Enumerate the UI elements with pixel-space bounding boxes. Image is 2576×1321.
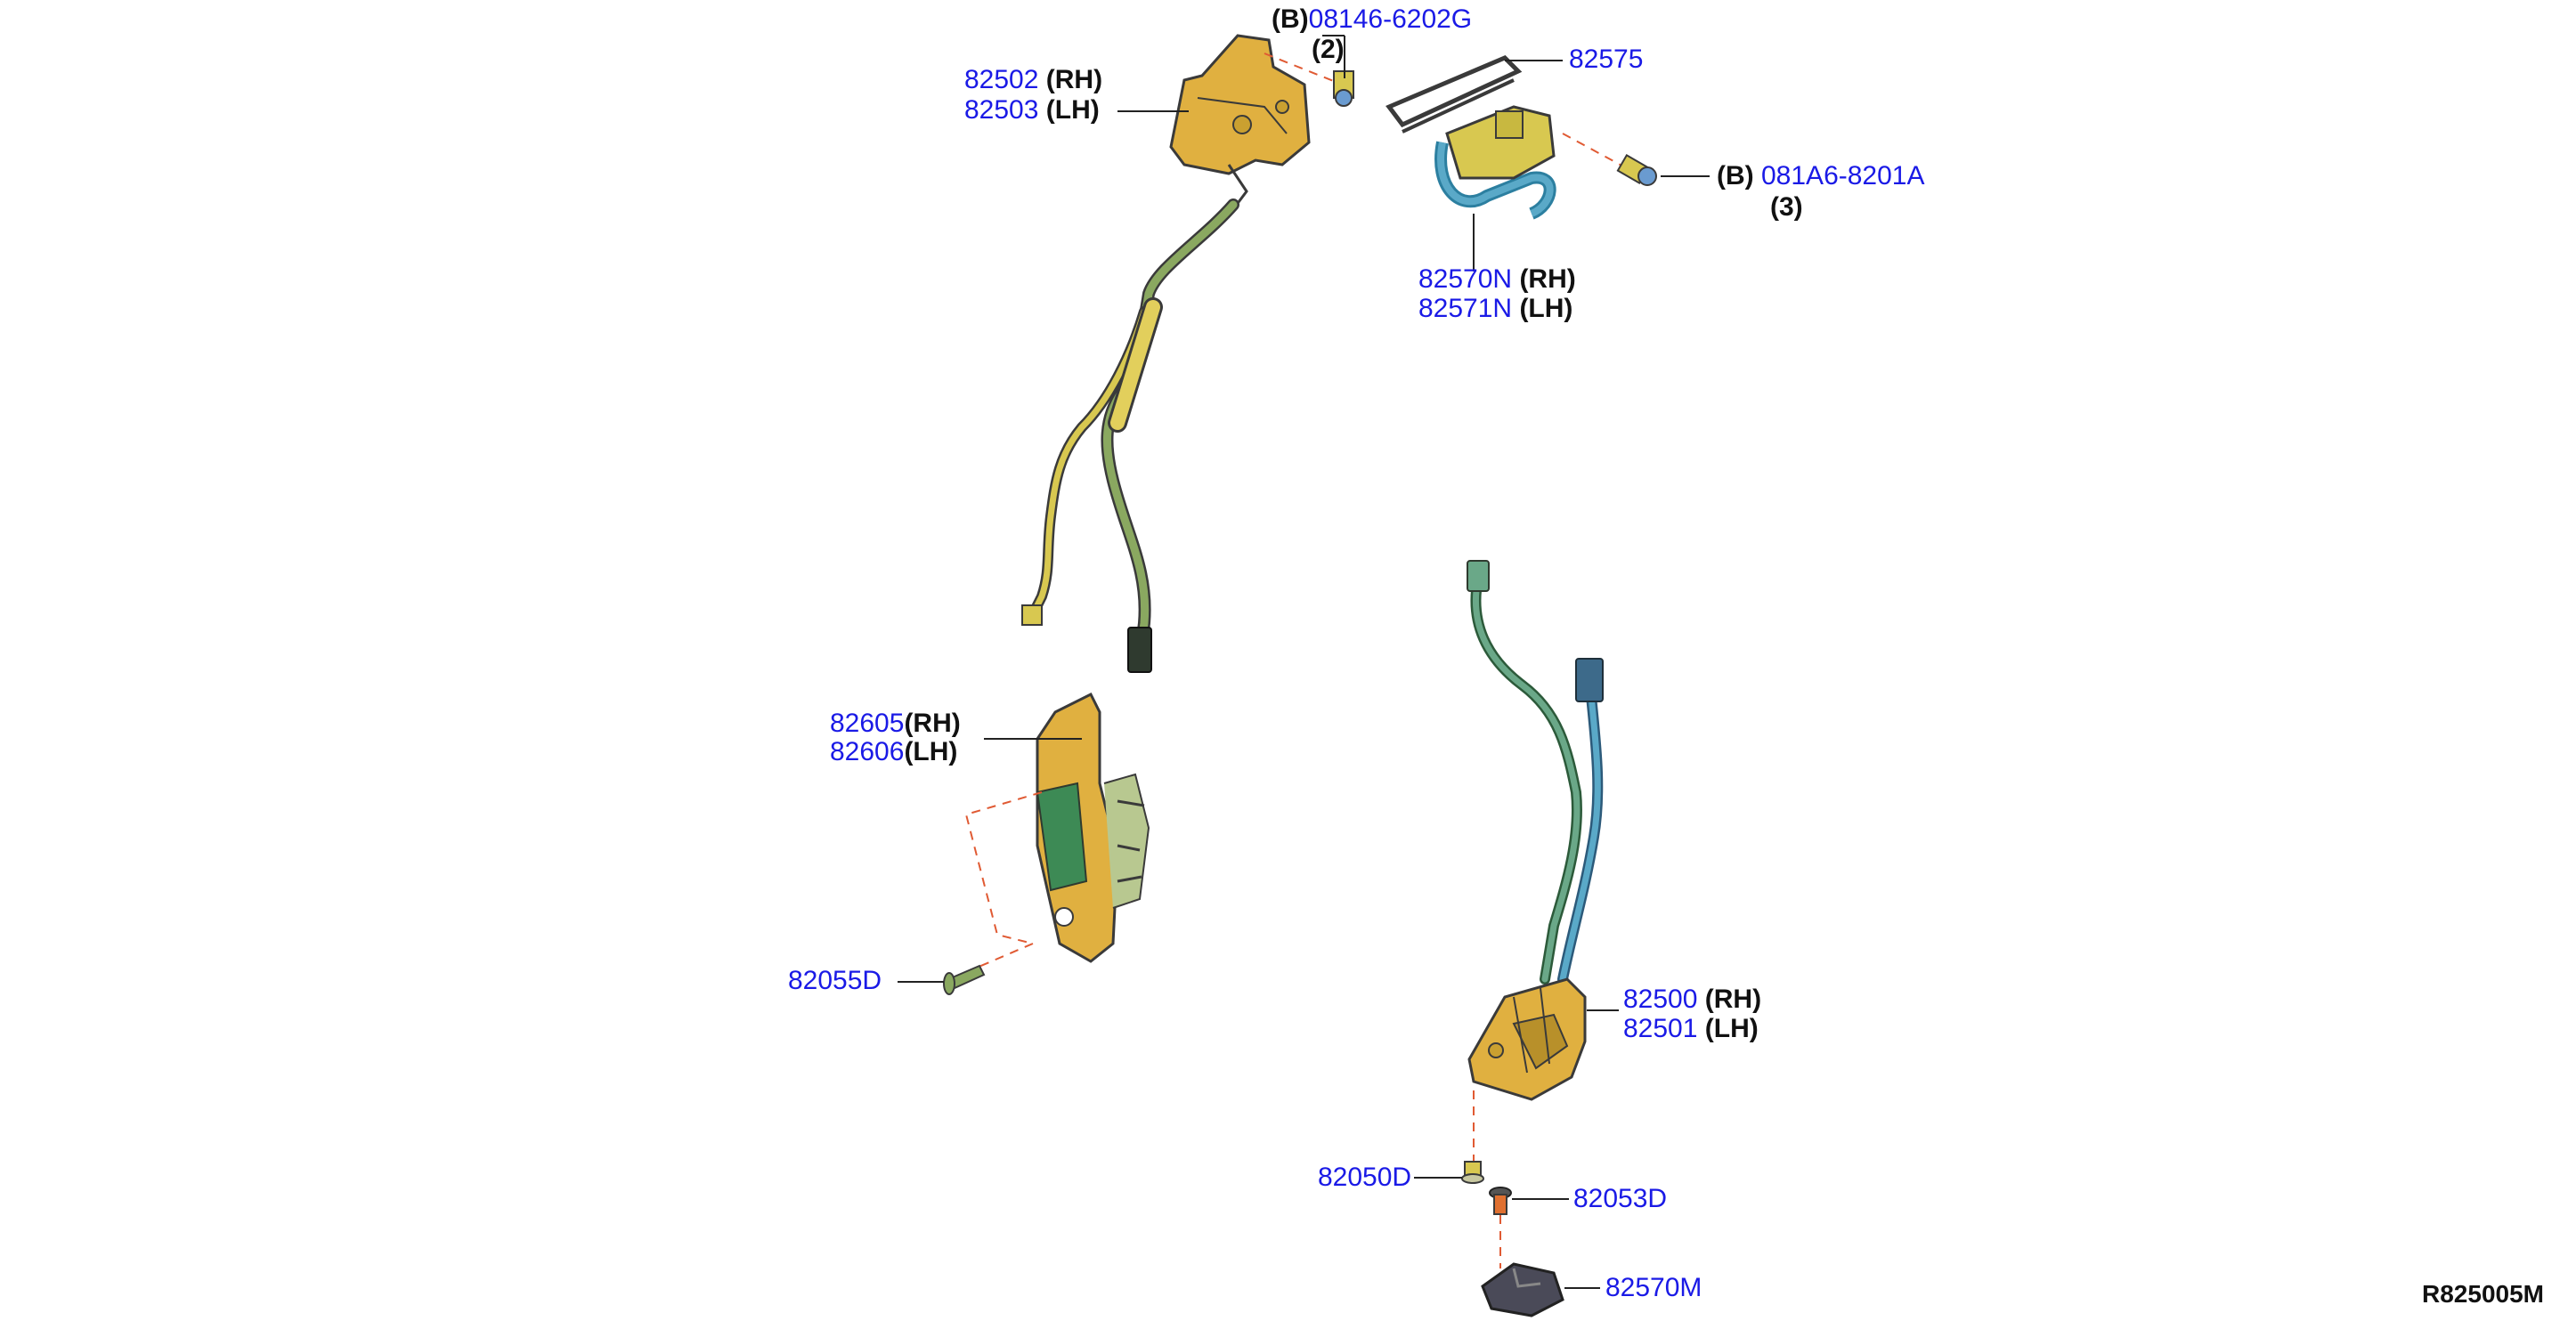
callout-latch-lower-rh[interactable]: 82500 (RH) [1623, 985, 1761, 1014]
striker-rh-side: (RH) [1519, 264, 1576, 294]
lower-striker[interactable] [1481, 1262, 1564, 1317]
striker-rh-number[interactable]: 82570N [1418, 264, 1513, 294]
screw-left[interactable] [943, 964, 986, 995]
pin-a[interactable] [1461, 1161, 1484, 1184]
callout-screw-left[interactable]: 82055D [788, 966, 882, 995]
diagram-reference-code: R825005M [2422, 1280, 2544, 1308]
bolt-right[interactable] [1616, 153, 1657, 186]
striker-lh-number[interactable]: 82571N [1418, 294, 1513, 323]
callout-latch-upper-lh[interactable]: 82503 (LH) [964, 96, 1100, 125]
plate-lh-side: (LH) [904, 737, 958, 766]
callout-bolt-top[interactable]: (B)08146-6202G [1272, 5, 1472, 34]
callout-latch-upper-rh[interactable]: 82502 (RH) [964, 66, 1102, 94]
latch-upper-rh-number[interactable]: 82502 [964, 65, 1039, 94]
callout-striker-rh[interactable]: 82570N (RH) [1418, 265, 1576, 294]
bolt-top[interactable] [1333, 70, 1354, 107]
plate-dash-bracket [964, 791, 1043, 971]
callout-pin-b[interactable]: 82053D [1573, 1184, 1668, 1213]
upper-latch-assembly[interactable] [1169, 34, 1311, 210]
leader-lines [898, 35, 1710, 1289]
seal-gasket[interactable] [1386, 55, 1523, 134]
callout-bolt-top-qty: (2) [1312, 35, 1345, 64]
callout-bolt-top-prefix: (B) [1272, 4, 1309, 34]
striker-upper[interactable] [1434, 105, 1556, 220]
upper-latch-cable-yellow [1021, 297, 1163, 626]
lock-plate[interactable] [1036, 692, 1150, 963]
striker-lh-side: (LH) [1519, 294, 1573, 323]
pin-b[interactable] [1489, 1187, 1512, 1215]
latch-lower-rh-number[interactable]: 82500 [1623, 985, 1698, 1014]
latch-lower-rh-side: (RH) [1704, 985, 1762, 1014]
callout-striker-lh[interactable]: 82571N (LH) [1418, 295, 1572, 323]
latch-lower-lh-side: (LH) [1704, 1014, 1759, 1043]
callout-latch-lower-lh[interactable]: 82501 (LH) [1623, 1015, 1759, 1043]
plate-rh-number[interactable]: 82605 [830, 709, 905, 738]
lower-latch[interactable] [1467, 977, 1587, 1101]
bolt-right-dash [1562, 133, 1626, 168]
callout-bolt-right[interactable]: (B) 081A6-8201A [1717, 162, 1925, 190]
callout-pin-a[interactable]: 82050D [1318, 1163, 1412, 1192]
callout-bolt-right-number[interactable]: 081A6-8201A [1761, 161, 1925, 190]
callout-bolt-right-prefix: (B) [1717, 161, 1754, 190]
upper-latch-cable-green [1101, 199, 1239, 673]
callout-seal[interactable]: 82575 [1569, 45, 1644, 74]
lower-latch-cables [1467, 560, 1604, 985]
latch-upper-lh-number[interactable]: 82503 [964, 95, 1039, 125]
callout-plate-rh[interactable]: 82605(RH) [830, 709, 961, 738]
callout-lower-striker[interactable]: 82570M [1605, 1273, 1702, 1302]
latch-upper-rh-side: (RH) [1045, 65, 1103, 94]
bolt-top-dash [1264, 53, 1337, 83]
latch-lower-lh-number[interactable]: 82501 [1623, 1014, 1698, 1043]
plate-rh-side: (RH) [904, 709, 961, 738]
plate-lh-number[interactable]: 82606 [830, 737, 905, 766]
callout-bolt-top-number[interactable]: 08146-6202G [1308, 4, 1473, 34]
callout-bolt-right-qty: (3) [1770, 192, 1803, 222]
latch-upper-lh-side: (LH) [1045, 95, 1100, 125]
callout-plate-lh[interactable]: 82606(LH) [830, 738, 957, 766]
